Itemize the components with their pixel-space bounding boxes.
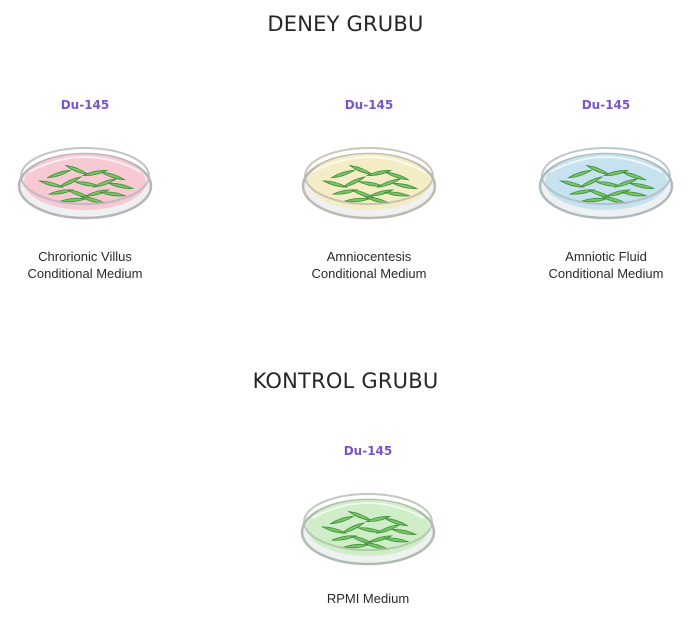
cell-shape: [366, 535, 394, 543]
cell-shape: [613, 178, 639, 188]
cell-line-label: Du-145: [581, 98, 631, 112]
cell-shape: [376, 178, 402, 188]
dish-rim: [20, 147, 150, 205]
control-group-title: KONTROL GRUBU: [252, 369, 439, 393]
cell-shape: [330, 535, 358, 541]
dish-caption: Amniocentesis Conditional Medium: [284, 248, 454, 282]
cell-line-label: Du-145: [343, 444, 393, 458]
cell-shape: [99, 191, 127, 197]
dish-glare: [311, 502, 425, 519]
dish-caption: RPMI Medium: [283, 590, 453, 607]
cell-shape: [383, 191, 411, 197]
dish-rim: [303, 493, 433, 551]
dish-amniotic-fluid: Du-145 Amniotic Fluid Conditional Medium: [521, 98, 691, 288]
dish-caption: Amniotic Fluid Conditional Medium: [521, 248, 691, 282]
cell-shape: [602, 170, 630, 176]
cell-shape: [382, 537, 410, 543]
caption-line-1: Amniocentesis: [326, 249, 412, 264]
caption-line-1: Amniotic Fluid: [565, 249, 647, 264]
dish-caption: Chrorionic Villus Conditional Medium: [0, 248, 170, 282]
cell-shape: [390, 529, 418, 535]
cell-shape: [340, 522, 366, 534]
cell-shape: [341, 176, 367, 188]
cell-shape: [620, 191, 648, 197]
cell-shape: [329, 515, 355, 525]
dish-amniocentesis: Du-145 Amniocentesis Conditional Medium: [284, 98, 454, 288]
cell-shape: [567, 169, 593, 179]
dish-glare: [549, 156, 663, 173]
cell-shape: [107, 183, 135, 189]
cell-shape: [621, 171, 647, 181]
cell-shape: [367, 189, 395, 197]
cell-shape: [383, 517, 409, 527]
cell-line-label: Du-145: [60, 98, 110, 112]
cell-line-label: Du-145: [344, 98, 394, 112]
caption-line-2: Conditional Medium: [548, 266, 664, 281]
cell-shape: [92, 178, 118, 188]
cell-shape: [81, 170, 109, 176]
caption-line-2: Conditional Medium: [27, 266, 143, 281]
petri-dish-icon: [17, 147, 153, 220]
cell-shape: [365, 170, 393, 176]
cell-shape: [57, 176, 83, 188]
dish-glare: [312, 156, 426, 173]
cell-shape: [100, 171, 126, 181]
cell-shape: [604, 189, 632, 197]
cell-shape: [47, 189, 75, 195]
dish-glare: [28, 156, 142, 173]
cell-shape: [321, 180, 349, 188]
cell-shape: [558, 180, 586, 188]
experiment-group-title: DENEY GRUBU: [267, 12, 424, 36]
cell-shape: [364, 516, 392, 522]
caption-line-2: Conditional Medium: [311, 266, 427, 281]
caption-line-1: Chrorionic Villus: [38, 249, 132, 264]
cell-shape: [568, 189, 596, 195]
dish-rpmi: Du-145 RPMI Medium: [283, 444, 453, 634]
dish-rim: [304, 147, 434, 205]
petri-dish-icon: [301, 147, 437, 220]
cell-shape: [628, 183, 656, 189]
cell-shape: [83, 189, 111, 197]
petri-dish-icon: [538, 147, 674, 220]
cell-shape: [578, 176, 604, 188]
cell-shape: [391, 183, 419, 189]
cell-shape: [331, 189, 359, 195]
petri-dish-icon: [300, 493, 436, 566]
dish-rim: [541, 147, 671, 205]
dish-chorionic-villus: Du-145 Chrorionic Villus Conditional Med…: [0, 98, 170, 288]
cell-shape: [46, 169, 72, 179]
caption-line-1: RPMI Medium: [326, 591, 410, 606]
cell-shape: [375, 524, 401, 534]
cell-shape: [320, 526, 348, 534]
cell-shape: [37, 180, 65, 188]
cell-shape: [384, 171, 410, 181]
cell-shape: [330, 169, 356, 179]
